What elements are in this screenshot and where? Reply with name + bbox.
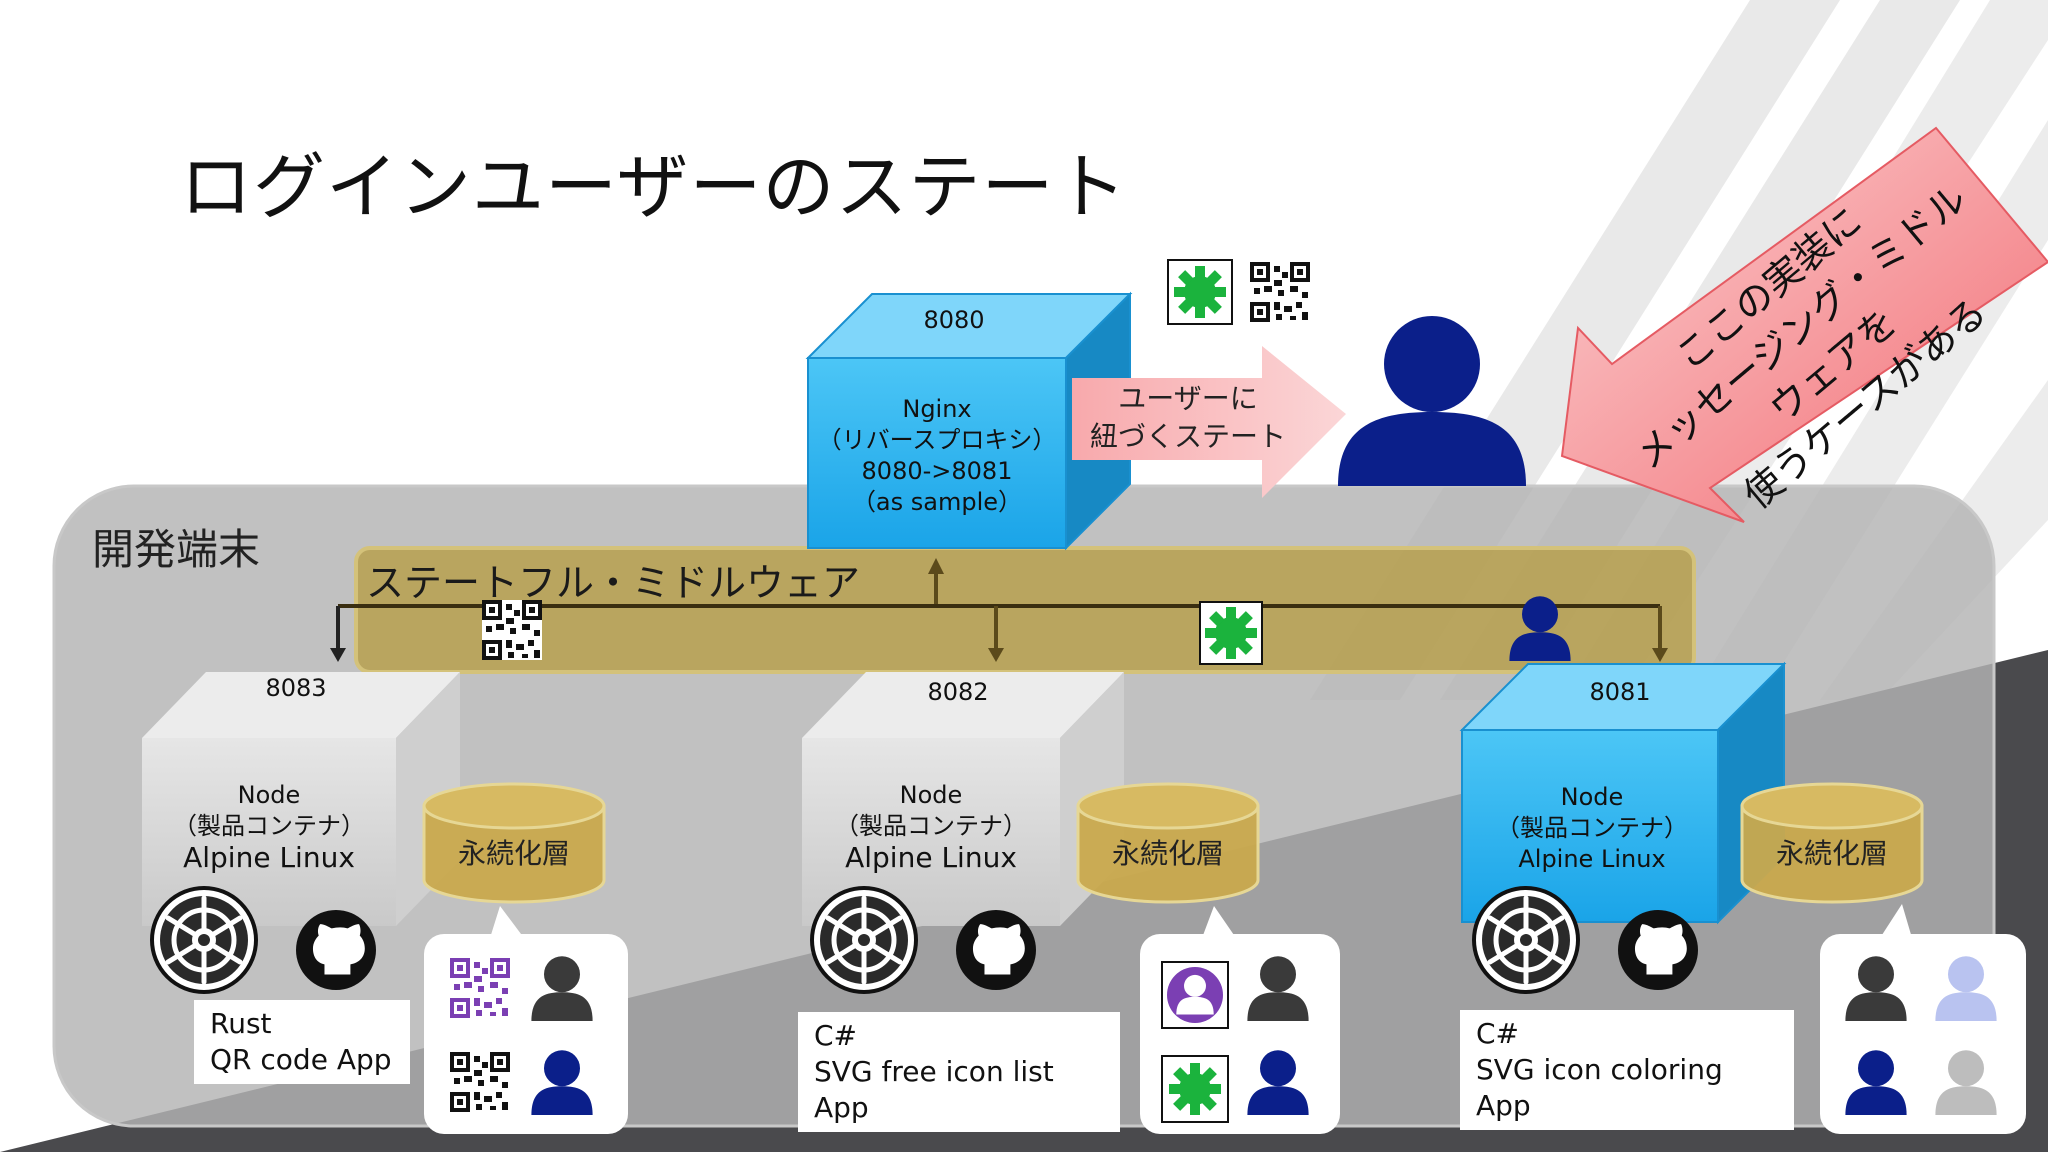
container-os: Alpine Linux [183, 841, 355, 874]
database-label: 永続化層 [457, 837, 570, 870]
github-icon [296, 910, 376, 990]
container-line: （製品コンテナ） [835, 812, 1027, 840]
kubernetes-helm-icon [1474, 888, 1578, 992]
container-description: Node （製品コンテナ） Alpine Linux [1442, 782, 1742, 875]
app-name: SVG icon coloring App [1476, 1053, 1723, 1122]
container-line: （製品コンテナ） [173, 812, 365, 840]
qr-code-icon [448, 1050, 512, 1114]
state-arrow-line: 紐づくステート [1089, 420, 1286, 453]
user-icon [1338, 316, 1526, 486]
container-description: Node （製品コンテナ） Alpine Linux [781, 780, 1081, 873]
app-label: C# SVG free icon list App [798, 1012, 1120, 1132]
container-port: 8082 [927, 678, 989, 706]
container-cube [142, 672, 460, 926]
github-icon [1618, 910, 1698, 990]
database-icon [1076, 782, 1260, 904]
kubernetes-helm-icon [812, 888, 916, 992]
app-language: Rust [210, 1007, 272, 1040]
nginx-line: （as sample） [851, 488, 1023, 516]
gear-icon [1161, 1055, 1229, 1123]
app-label: Rust QR code App [194, 1000, 410, 1084]
app-language: C# [1476, 1017, 1520, 1050]
middleware-connectors [330, 558, 1668, 662]
nginx-port: 8080 [923, 306, 985, 334]
database-icon [422, 782, 606, 904]
middleware-label: ステートフル・ミドルウェア [366, 561, 861, 605]
container-line: Node [899, 781, 963, 809]
app-name: SVG free icon list App [814, 1055, 1054, 1124]
qr-code-icon [1248, 260, 1312, 324]
container-cube [1459, 661, 1787, 925]
gear-icon [1199, 601, 1263, 665]
nginx-line: 8080->8081 [861, 457, 1013, 485]
container-os: Alpine Linux [845, 841, 1017, 874]
user-icon [1161, 961, 1229, 1029]
qr-code-icon [448, 956, 512, 1020]
database-label: 永続化層 [1111, 837, 1224, 870]
container-description: Node （製品コンテナ） Alpine Linux [119, 780, 419, 873]
environment-label: 開発端末 [92, 525, 261, 574]
state-arrow-text: ユーザーに 紐づくステート [1088, 380, 1288, 456]
callout-arrow [1560, 126, 2048, 523]
nginx-cube [805, 291, 1133, 551]
database-label: 永続化層 [1775, 837, 1888, 870]
database-icon [1740, 782, 1924, 904]
state-arrow-line: ユーザーに [1118, 382, 1258, 415]
github-icon [956, 910, 1036, 990]
nginx-line: （リバースプロキシ） [817, 426, 1057, 454]
page-title: ログインユーザーのステート [180, 145, 1128, 229]
container-line: Node [237, 781, 301, 809]
container-os: Alpine Linux [1518, 845, 1666, 873]
gear-icon [1167, 259, 1233, 325]
app-label: C# SVG icon coloring App [1460, 1010, 1794, 1130]
qr-code-icon [480, 598, 544, 662]
kubernetes-helm-icon [152, 888, 256, 992]
app-name: QR code App [210, 1043, 392, 1076]
container-line: Node [1560, 783, 1624, 811]
container-port: 8083 [265, 674, 327, 702]
state-arrow [1072, 346, 1346, 498]
container-line: （製品コンテナ） [1496, 814, 1688, 842]
nginx-line: Nginx [902, 395, 972, 423]
app-language: C# [814, 1019, 858, 1052]
nginx-description: Nginx （リバースプロキシ） 8080->8081 （as sample） [787, 394, 1087, 518]
container-port: 8081 [1589, 678, 1651, 706]
